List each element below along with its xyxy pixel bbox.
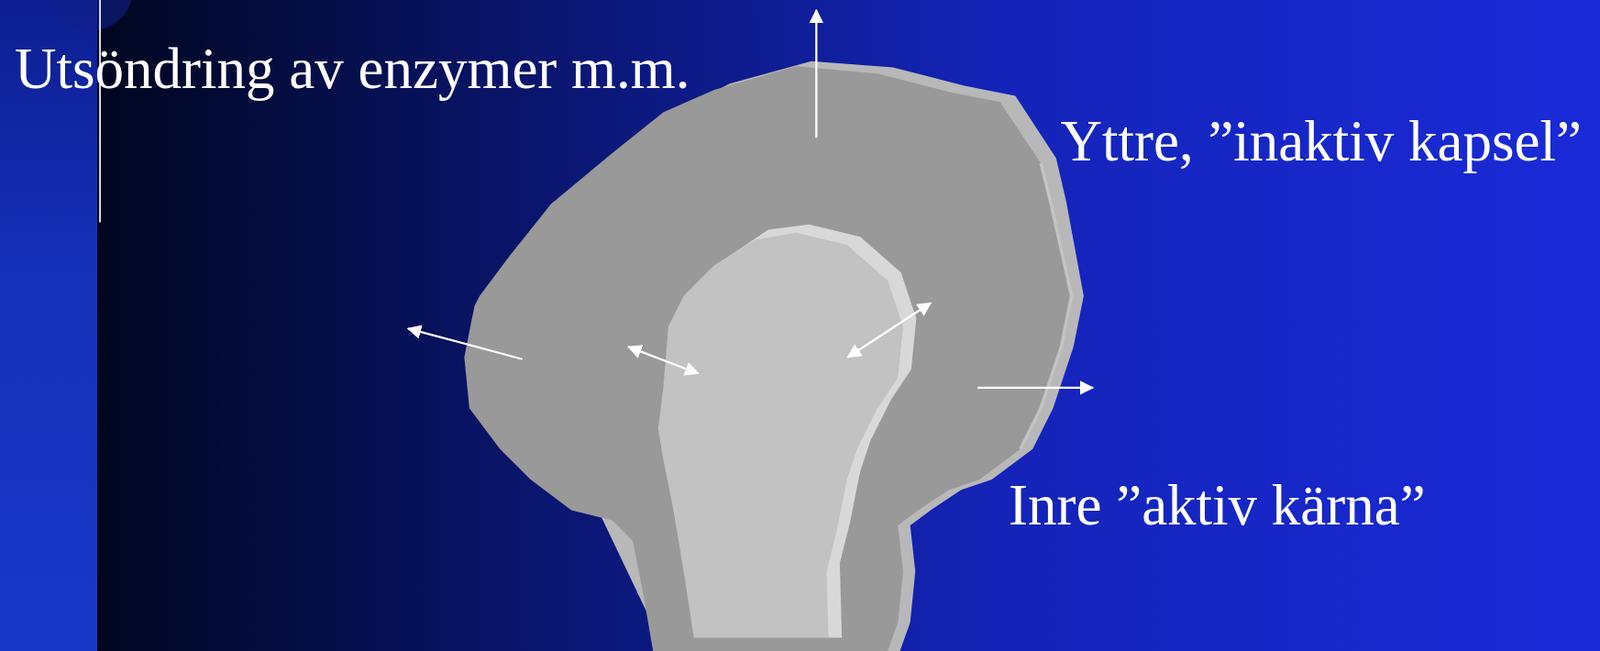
callout-label: Utsöndring av enzymer m.m. bbox=[14, 35, 691, 102]
callout-label: Yttre, ”inaktiv kapsel” bbox=[1059, 108, 1582, 175]
callout-label: Inre ”aktiv kärna” bbox=[1008, 472, 1426, 539]
